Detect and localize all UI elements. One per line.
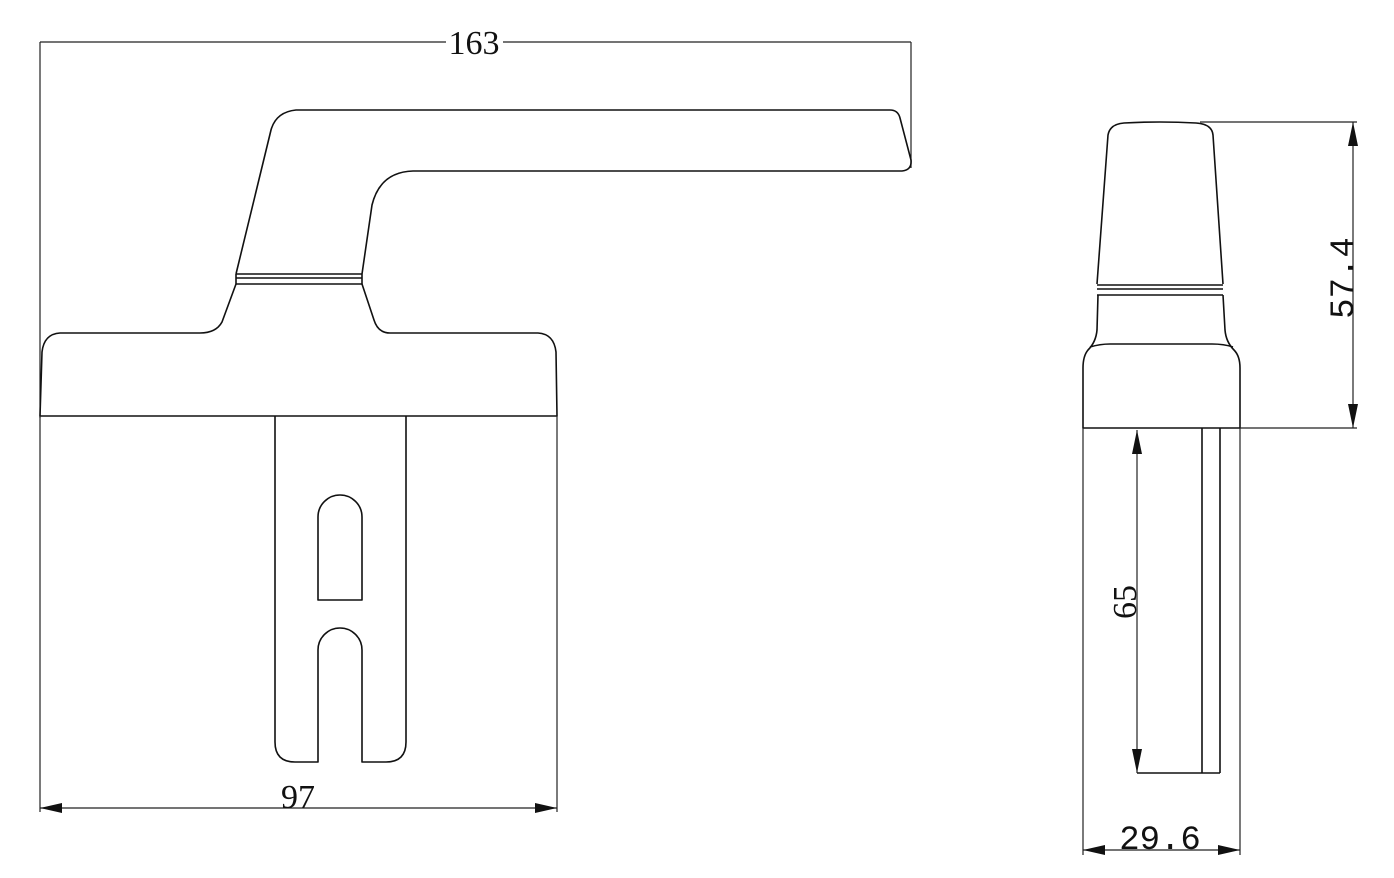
overall-length-label: 163	[449, 25, 500, 62]
front-view: 163 97	[39, 25, 912, 816]
lever-outline	[235, 109, 912, 275]
side-rose-top-edge	[1089, 343, 1234, 348]
side-rose	[1082, 294, 1241, 429]
side-neck-collar	[1097, 284, 1223, 296]
height-label: 57.4	[1326, 237, 1364, 319]
side-view: 57.4 65 29.6	[1082, 121, 1364, 860]
rose-plate	[39, 283, 558, 417]
side-spindle	[1137, 428, 1221, 774]
dimension-base-width: 97	[39, 416, 558, 816]
dimension-base-depth: 29.6	[1082, 428, 1241, 860]
spindle-length-label: 65	[1107, 585, 1144, 619]
side-handle-head	[1096, 121, 1224, 285]
dimension-height: 57.4	[1200, 121, 1364, 429]
dimension-spindle-length: 65	[1107, 430, 1144, 773]
upper-slot	[317, 494, 363, 601]
base-depth-label: 29.6	[1119, 822, 1201, 860]
spindle-plate	[274, 416, 407, 763]
base-width-label: 97	[281, 779, 315, 816]
neck-collar	[235, 273, 363, 285]
dimension-overall-length: 163	[39, 25, 912, 418]
